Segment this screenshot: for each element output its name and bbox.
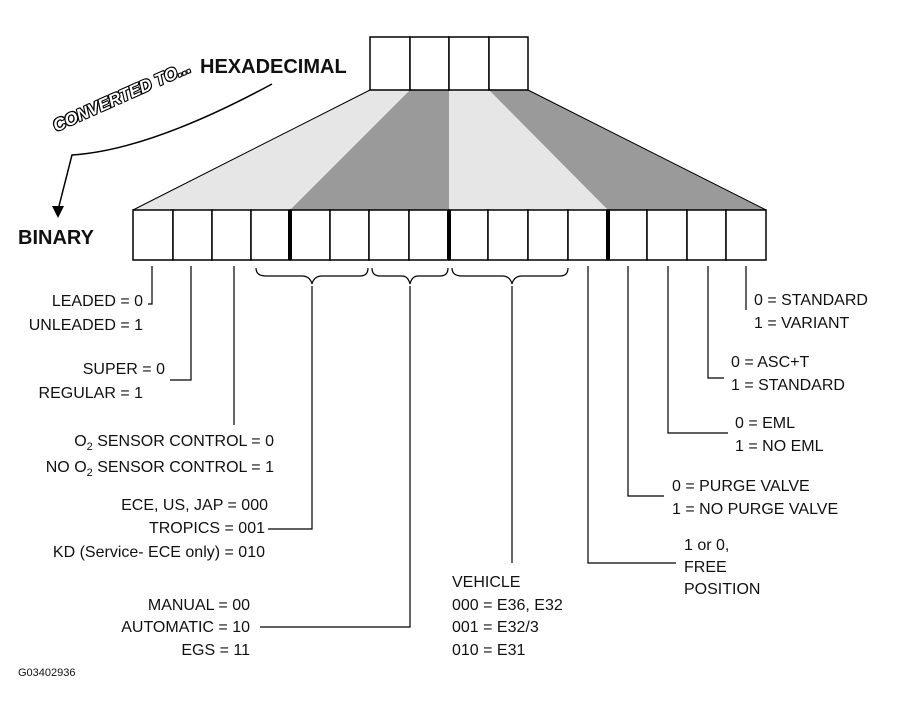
brace-region <box>255 267 369 285</box>
fan-section-2 <box>290 90 449 210</box>
bit-box <box>211 209 252 261</box>
hex-digit-box <box>448 36 490 91</box>
arrow-head-icon <box>52 206 64 218</box>
hex-digit-box <box>369 36 411 91</box>
converted-arrow-line <box>57 83 273 211</box>
bit-box <box>132 209 174 261</box>
hex-digit-box <box>488 36 529 91</box>
bit-box <box>172 209 213 261</box>
no-o2-sensor-control: NO O2 SENSOR CONTROL = 1 <box>45 459 274 479</box>
brace-transmission <box>371 267 449 285</box>
asc-t: 0 = ASC+T <box>731 354 810 371</box>
figure-id: G03402936 <box>18 667 76 679</box>
bit-box <box>329 209 370 261</box>
bit-box <box>250 209 291 261</box>
vehicle-001: 001 = E32/3 <box>452 619 539 636</box>
fan-section-4 <box>489 90 766 210</box>
free-line-3: POSITION <box>684 581 761 598</box>
leader-asc <box>707 266 724 379</box>
vehicle-010: 010 = E31 <box>452 642 526 659</box>
leader-free <box>587 266 676 564</box>
hex-boxes <box>369 36 529 91</box>
no-purge-valve: 1 = NO PURGE VALVE <box>672 501 839 518</box>
leader-purge <box>627 266 664 497</box>
leader-fuel <box>148 266 153 305</box>
free-line-2: FREE <box>684 559 727 576</box>
bit-box <box>646 209 688 261</box>
region-kd: KD (Service- ECE only) = 010 <box>52 544 265 561</box>
fan-section-1 <box>133 90 410 210</box>
bit-box <box>567 209 609 261</box>
vehicle-000: 000 = E36, E32 <box>452 597 563 614</box>
fan-section-3 <box>449 90 608 210</box>
fuel-leaded: LEADED = 0 <box>51 293 143 310</box>
eml: 0 = EML <box>735 415 796 432</box>
region-tropics: TROPICS = 001 <box>148 520 265 537</box>
hex-digit-box <box>409 36 450 91</box>
bit-box <box>289 209 331 261</box>
bit-box <box>487 209 529 261</box>
binary-boxes <box>132 209 767 261</box>
o2-sensor-control: O2 SENSOR CONTROL = 0 <box>74 433 274 453</box>
brace-vehicle <box>451 267 569 285</box>
variant-standard: 0 = STANDARD <box>754 292 868 309</box>
octane-super: SUPER = 0 <box>82 361 165 378</box>
bit-box <box>408 209 450 261</box>
trans-manual: MANUAL = 00 <box>147 597 250 614</box>
bit-box <box>368 209 410 261</box>
bit-box <box>725 209 767 261</box>
asc-standard: 1 = STANDARD <box>731 377 845 394</box>
leader-transmission <box>260 286 411 628</box>
trans-egs: EGS = 11 <box>181 642 250 659</box>
fuel-unleaded: UNLEADED = 1 <box>28 317 143 334</box>
bit-box <box>686 209 727 261</box>
bit-box <box>448 209 489 261</box>
binary-label: BINARY <box>18 227 94 249</box>
bit-box <box>527 209 569 261</box>
hexadecimal-label: HEXADECIMAL <box>200 56 347 78</box>
no-eml: 1 = NO EML <box>735 438 824 455</box>
trans-automatic: AUTOMATIC = 10 <box>121 619 250 636</box>
octane-regular: REGULAR = 1 <box>38 385 143 402</box>
free-line-1: 1 or 0, <box>684 537 730 554</box>
leader-octane <box>170 266 192 381</box>
purge-valve: 0 = PURGE VALVE <box>672 478 810 495</box>
variant: 1 = VARIANT <box>754 315 850 332</box>
leader-region <box>268 286 313 530</box>
vehicle-title: VEHICLE <box>452 574 521 591</box>
leader-eml <box>667 266 728 434</box>
region-ece: ECE, US, JAP = 000 <box>121 497 268 514</box>
bit-box <box>607 209 648 261</box>
